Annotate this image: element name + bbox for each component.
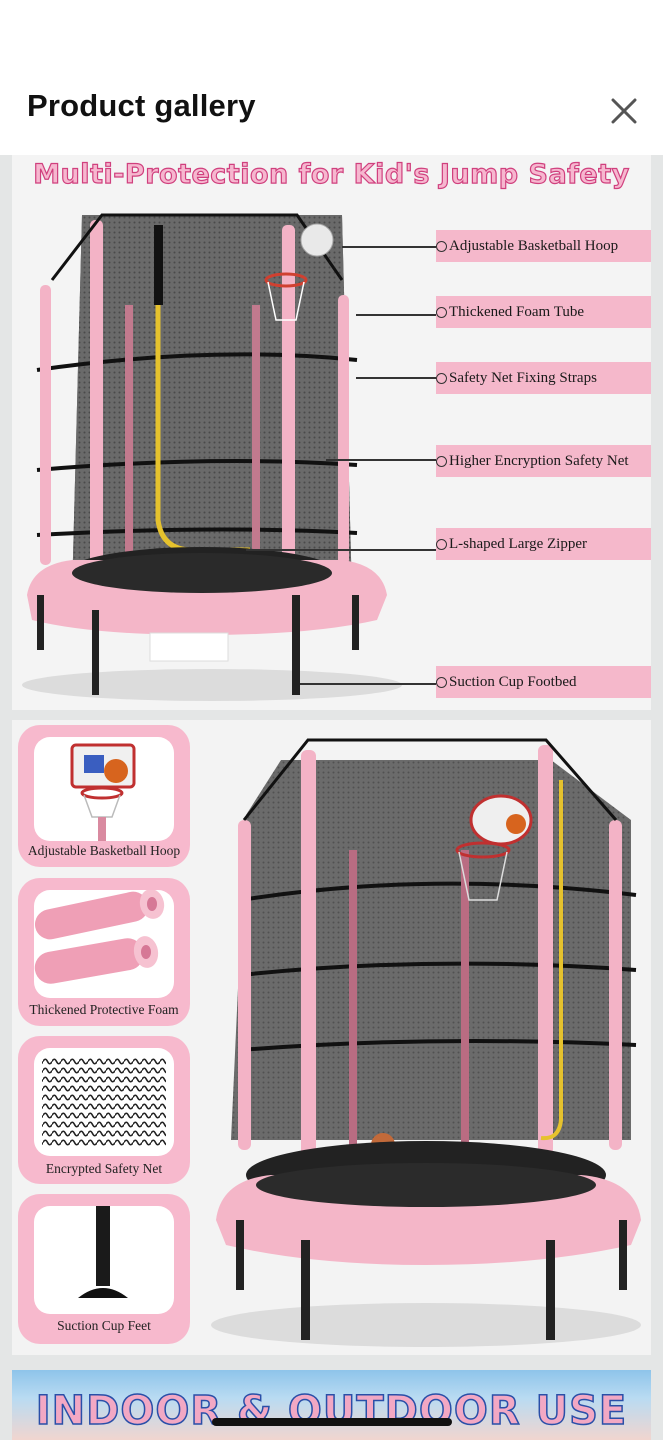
callout-label: Thickened Foam Tube [436,296,651,328]
callout-label: Suction Cup Footbed [436,666,651,698]
net-mesh-icon [34,1048,174,1156]
callout-text: Safety Net Fixing Straps [449,369,597,386]
feature-tile-foam: Thickened Protective Foam [18,878,190,1026]
callout-label: Higher Encryption Safety Net [436,445,651,477]
callout-leader [326,459,438,461]
callout-dot-icon [436,240,447,252]
callout-leader [356,314,438,316]
callout-text: L-shaped Large Zipper [449,535,587,552]
page-title: Product gallery [27,88,256,123]
feature-tile-feet: Suction Cup Feet [18,1194,190,1344]
feature-tile-net: Encrypted Safety Net [18,1036,190,1184]
trampoline-illustration [22,213,402,701]
callout-leader [300,683,438,685]
callout-text: Adjustable Basketball Hoop [449,237,619,254]
callout-text: Suction Cup Footbed [449,673,577,690]
feature-caption: Thickened Protective Foam [29,1002,179,1017]
gallery-header: Product gallery [0,0,663,150]
feature-tile-hoop: Adjustable Basketball Hoop [18,725,190,867]
gallery-image-2[interactable]: Adjustable Basketball Hoop Thickened Pro… [12,720,651,1355]
callout-text: Higher Encryption Safety Net [449,452,629,469]
callout-label: Safety Net Fixing Straps [436,362,651,394]
image-headline: Multi-Protection for Kid's Jump Safety [33,158,630,190]
trampoline-illustration [211,738,641,1347]
suction-cup-icon [34,1206,174,1314]
callout-label: Adjustable Basketball Hoop [436,230,651,262]
callout-dot-icon [436,372,447,384]
foam-tube-icon [34,890,174,998]
callout-dot-icon [436,455,447,467]
feature-caption: Suction Cup Feet [57,1318,151,1333]
callout-dot-icon [436,538,447,550]
hoop-icon [34,737,174,841]
callout-text: Thickened Foam Tube [449,303,584,320]
callout-leader [356,377,438,379]
callout-dot-icon [436,676,447,688]
gallery-scroll[interactable]: Multi-Protection for Kid's Jump Safety [0,155,663,1440]
feature-caption: Adjustable Basketball Hoop [27,843,181,858]
close-icon[interactable] [603,92,643,132]
gallery-image-3[interactable]: INDOOR & OUTDOOR USE [12,1370,651,1440]
callout-label: L-shaped Large Zipper [436,528,651,560]
callout-dot-icon [436,306,447,318]
image-banner: INDOOR & OUTDOOR USE [35,1387,628,1435]
callout-leader [342,246,438,248]
feature-caption: Encrypted Safety Net [45,1161,163,1176]
home-indicator[interactable] [212,1418,452,1426]
gallery-image-1[interactable]: Multi-Protection for Kid's Jump Safety [12,155,651,710]
callout-leader [246,549,438,551]
